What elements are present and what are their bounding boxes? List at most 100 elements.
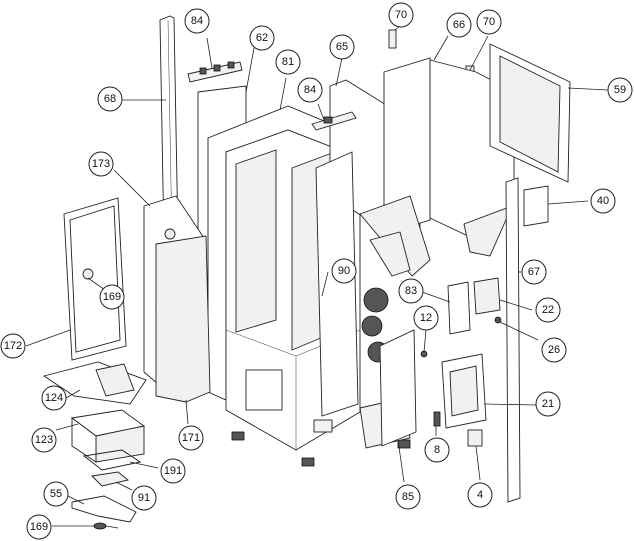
part-59-rear-panel (489, 43, 571, 183)
callout-circle (388, 2, 414, 28)
callout-55: 55 (43, 481, 69, 507)
callout-26: 26 (541, 337, 567, 363)
callout-21: 21 (535, 391, 561, 417)
part-66-hopper-panel (359, 57, 431, 277)
part-70-clip-top (388, 29, 397, 49)
callout-circle (329, 34, 355, 60)
callout-number: 67 (528, 266, 540, 278)
callout-circle (275, 49, 301, 75)
callout-circle (424, 437, 450, 463)
callout-circle (178, 425, 204, 451)
leader-lines (25, 25, 609, 527)
callout-173: 173 (88, 151, 114, 177)
callout-circle (249, 25, 275, 51)
callout-84: 84 (297, 77, 323, 103)
callout-circle (297, 77, 323, 103)
callout-circle (0, 333, 26, 359)
callout-number: 90 (338, 265, 350, 277)
part-26-screw (494, 316, 502, 324)
part-191-ring (82, 449, 142, 471)
callout-number: 21 (542, 398, 554, 410)
callout-number: 124 (45, 392, 63, 404)
part-172-gasket-frame (63, 197, 127, 361)
callout-62: 62 (249, 25, 275, 51)
part-91-small-tray (91, 471, 130, 487)
callout-number: 66 (453, 19, 465, 31)
callout-8: 8 (424, 437, 450, 463)
callout-number: 83 (405, 285, 417, 297)
callout-12: 12 (413, 305, 439, 331)
callout-number: 171 (182, 432, 200, 444)
callout-circle (97, 86, 123, 112)
callout-circle (99, 284, 125, 310)
callout-circle (467, 482, 493, 508)
callout-84: 84 (184, 8, 210, 34)
callout-number: 68 (104, 93, 116, 105)
callout-81: 81 (275, 49, 301, 75)
callout-number: 40 (597, 195, 609, 207)
callout-circle (476, 9, 502, 35)
part-40-plate (523, 185, 549, 227)
callout-number: 191 (164, 465, 182, 477)
callout-number: 12 (420, 312, 432, 324)
callout-number: 26 (548, 344, 560, 356)
callout-circle (395, 484, 421, 510)
part-55-strip (71, 495, 137, 523)
callout-circle (541, 337, 567, 363)
part-21-control-board (441, 353, 487, 429)
callout-172: 172 (0, 333, 26, 359)
callout-number: 172 (4, 340, 22, 352)
part-124-tray (42, 361, 147, 405)
callout-66: 66 (446, 12, 472, 38)
callout-number: 59 (614, 84, 626, 96)
callout-number: 91 (138, 492, 150, 504)
callout-number: 70 (395, 9, 407, 21)
callout-123: 123 (31, 427, 57, 453)
callout-number: 4 (477, 489, 483, 501)
callout-83: 83 (398, 278, 424, 304)
callout-171: 171 (178, 425, 204, 451)
callout-4: 4 (467, 482, 493, 508)
callout-number: 70 (483, 16, 495, 28)
callout-number: 123 (35, 434, 53, 446)
callout-number: 84 (191, 15, 203, 27)
callout-circle (131, 485, 157, 511)
callout-number: 169 (30, 521, 48, 533)
callout-circle (160, 458, 186, 484)
callout-number: 169 (103, 291, 121, 303)
callout-circle (41, 385, 67, 411)
callout-circle (88, 151, 114, 177)
callout-number: 81 (282, 56, 294, 68)
part-85-inner-bracket (379, 329, 417, 447)
callout-191: 191 (160, 458, 186, 484)
callout-circle (446, 12, 472, 38)
part-67-right-rail (505, 177, 521, 503)
callout-90: 90 (331, 258, 357, 284)
callout-number: 62 (256, 32, 268, 44)
callout-70: 70 (388, 2, 414, 28)
callout-circle (607, 77, 633, 103)
callout-number: 55 (50, 488, 62, 500)
callout-circle (590, 188, 616, 214)
callout-circle (535, 391, 561, 417)
callout-number: 84 (304, 84, 316, 96)
callout-40: 40 (590, 188, 616, 214)
callout-circle (331, 258, 357, 284)
callout-number: 85 (402, 491, 414, 503)
part-169-knob-upper (82, 268, 94, 280)
callout-22: 22 (535, 297, 561, 323)
callout-circle (398, 278, 424, 304)
callout-68: 68 (97, 86, 123, 112)
callout-85: 85 (395, 484, 421, 510)
callout-number: 65 (336, 41, 348, 53)
callout-65: 65 (329, 34, 355, 60)
callout-169: 169 (99, 284, 125, 310)
part-22-board (473, 277, 501, 315)
callout-59: 59 (607, 77, 633, 103)
callout-169: 169 (26, 514, 52, 540)
callout-67: 67 (521, 259, 547, 285)
part-4-switch (467, 429, 483, 447)
callout-70: 70 (476, 9, 502, 35)
callout-circle (26, 514, 52, 540)
